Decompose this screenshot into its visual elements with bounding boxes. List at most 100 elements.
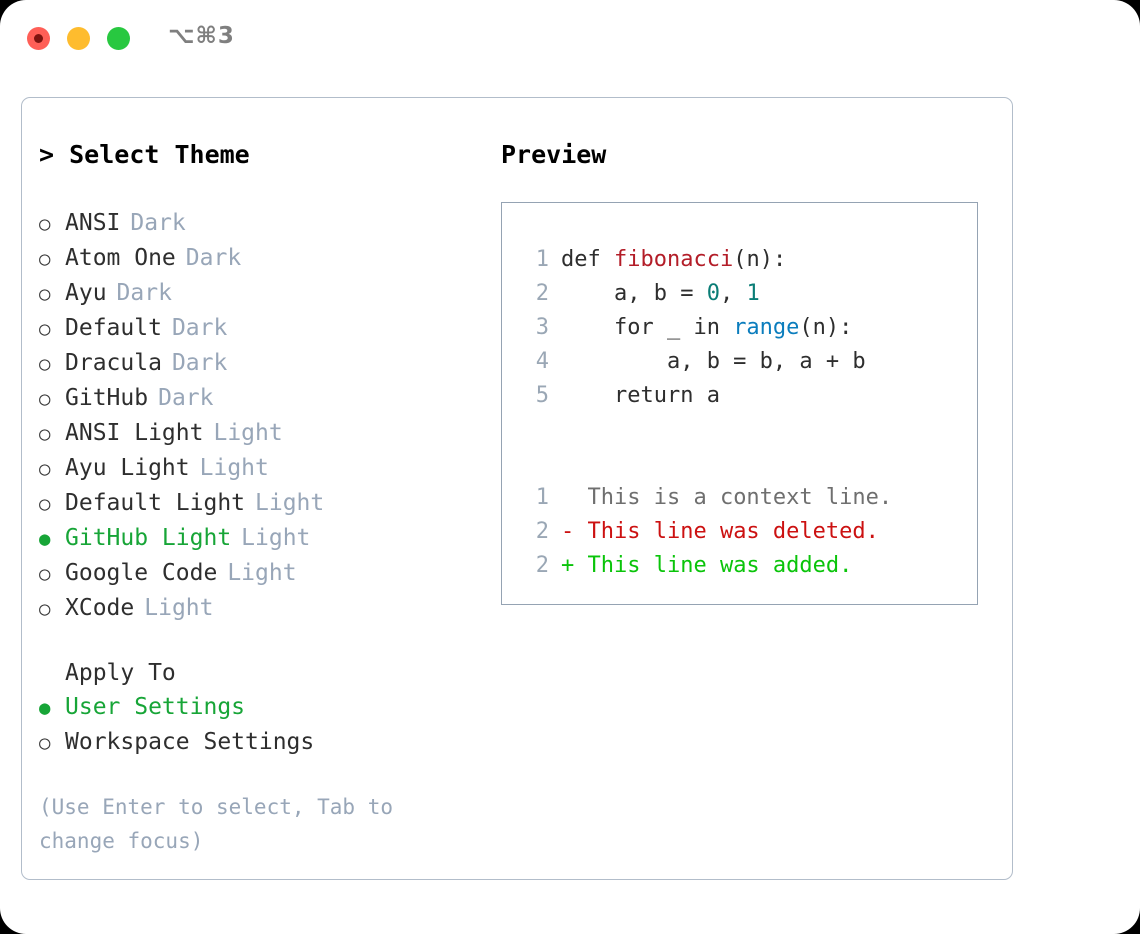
radio-icon: ○ (39, 353, 51, 375)
theme-list-item[interactable]: ○ Ayu Light Light (39, 451, 479, 486)
preview-heading: Preview (501, 140, 607, 169)
code-token-number: 0 (706, 281, 720, 306)
code-token-number: 1 (746, 281, 760, 306)
line-number: 1 (535, 247, 549, 272)
preview-column: Preview 1 def fibonacci (n): 2 a, b = 0 … (501, 138, 996, 605)
theme-name: GitHub Light (65, 525, 232, 551)
theme-name: Default Light (65, 490, 246, 516)
theme-variant-tag: Dark (130, 210, 186, 236)
code-blank-line (523, 447, 977, 481)
list-spacer (39, 626, 479, 656)
diff-text: This is a context line. (574, 485, 893, 510)
theme-selector-column: > Select Theme ○ ANSI Dark ○ Atom One Da… (39, 138, 479, 858)
theme-name: Dracula (65, 350, 162, 376)
line-number: 5 (535, 383, 549, 408)
select-theme-label: Select Theme (69, 140, 250, 169)
code-blank-line (523, 413, 977, 447)
code-token-punctuation: (n): (733, 247, 787, 272)
theme-list-item[interactable]: ○ GitHub Dark (39, 381, 479, 416)
theme-name: Google Code (65, 560, 218, 586)
apply-to-option-workspace-settings[interactable]: ○ Workspace Settings (39, 725, 479, 760)
theme-list-item[interactable]: ○ Atom One Dark (39, 241, 479, 276)
code-token-text: a, b = b, a + b (561, 349, 866, 374)
select-theme-heading: > Select Theme (39, 138, 479, 206)
radio-icon: ○ (39, 458, 51, 480)
radio-icon: ○ (39, 283, 51, 305)
prompt-caret: > (39, 140, 70, 169)
theme-name: ANSI (65, 210, 121, 236)
radio-icon: ○ (39, 213, 51, 235)
code-line: 4 a, b = b, a + b (523, 345, 977, 379)
theme-name: Atom One (65, 245, 176, 271)
diff-line-context: 1 This is a context line. (523, 481, 977, 515)
theme-variant-tag: Light (199, 455, 269, 481)
title-bar: ⌥⌘3 (0, 0, 1140, 78)
theme-variant-tag: Light (255, 490, 325, 516)
line-number: 2 (535, 281, 549, 306)
keyboard-hint-text: (Use Enter to select, Tab to change focu… (39, 795, 394, 853)
diff-text: This line was deleted. (574, 519, 879, 544)
line-number: 2 (535, 519, 549, 544)
code-line: 1 def fibonacci (n): (523, 243, 977, 277)
code-token-punctuation: , (719, 281, 747, 306)
theme-name: GitHub (65, 385, 149, 411)
diff-sign: + (561, 553, 575, 578)
theme-list-item[interactable]: ○ ANSI Dark (39, 206, 479, 241)
line-number: 4 (535, 349, 549, 374)
theme-variant-tag: Light (227, 560, 297, 586)
theme-list-item[interactable]: ○ Default Dark (39, 311, 479, 346)
keyboard-shortcut-label: ⌥⌘3 (168, 23, 235, 49)
theme-variant-tag: Light (241, 525, 311, 551)
diff-line-deleted: 2 - This line was deleted. (523, 515, 977, 549)
code-token-function: fibonacci (613, 247, 734, 272)
theme-name: Ayu Light (65, 455, 190, 481)
main-panel: > Select Theme ○ ANSI Dark ○ Atom One Da… (21, 97, 1013, 880)
theme-list-item-selected[interactable]: ● GitHub Light Light (39, 521, 479, 556)
radio-icon: ○ (39, 563, 51, 585)
theme-variant-tag: Dark (171, 315, 228, 341)
radio-icon: ○ (39, 732, 51, 754)
code-token-text: return a (561, 383, 720, 408)
radio-icon: ○ (39, 493, 51, 515)
close-button[interactable] (27, 27, 50, 50)
theme-list-item[interactable]: ○ ANSI Light Light (39, 416, 479, 451)
code-token-punctuation: (n): (799, 315, 853, 340)
diff-sign (561, 481, 574, 515)
theme-list: ○ ANSI Dark ○ Atom One Dark ○ Ayu Dark ○… (39, 206, 479, 626)
apply-to-heading: Apply To (65, 660, 176, 686)
theme-variant-tag: Light (213, 420, 283, 446)
radio-icon: ○ (39, 423, 51, 445)
diff-line-added: 2 + This line was added. (523, 549, 977, 583)
code-token-builtin: range (733, 315, 800, 340)
theme-variant-tag: Dark (171, 350, 228, 376)
theme-list-item[interactable]: ○ Default Light Light (39, 486, 479, 521)
minimize-button[interactable] (67, 27, 90, 50)
line-number: 2 (535, 553, 549, 578)
apply-to-option-label: User Settings (65, 694, 246, 720)
zoom-button[interactable] (107, 27, 130, 50)
theme-name: ANSI Light (65, 420, 204, 446)
line-number: 1 (535, 485, 549, 510)
apply-to-option-user-settings[interactable]: ● User Settings (39, 690, 479, 725)
theme-variant-tag: Dark (116, 280, 172, 306)
theme-list-item[interactable]: ○ XCode Light (39, 591, 479, 626)
theme-name: XCode (65, 595, 135, 621)
code-line: 3 for _ in range (n): (523, 311, 977, 345)
radio-selected-icon: ● (39, 697, 51, 719)
theme-list-item[interactable]: ○ Ayu Dark (39, 276, 479, 311)
theme-name: Ayu (65, 280, 107, 306)
diff-text: This line was added. (574, 553, 853, 578)
radio-icon: ○ (39, 318, 51, 340)
code-token-keyword: def (561, 247, 614, 272)
diff-sign: - (561, 519, 575, 544)
apply-to-option-label: Workspace Settings (65, 729, 315, 755)
radio-icon: ○ (39, 388, 51, 410)
theme-list-item[interactable]: ○ Dracula Dark (39, 346, 479, 381)
line-number: 3 (535, 315, 549, 340)
theme-list-item[interactable]: ○ Google Code Light (39, 556, 479, 591)
theme-name: Default (65, 315, 162, 341)
radio-icon: ○ (39, 598, 51, 620)
radio-icon: ○ (39, 248, 51, 270)
theme-variant-tag: Dark (185, 245, 242, 271)
